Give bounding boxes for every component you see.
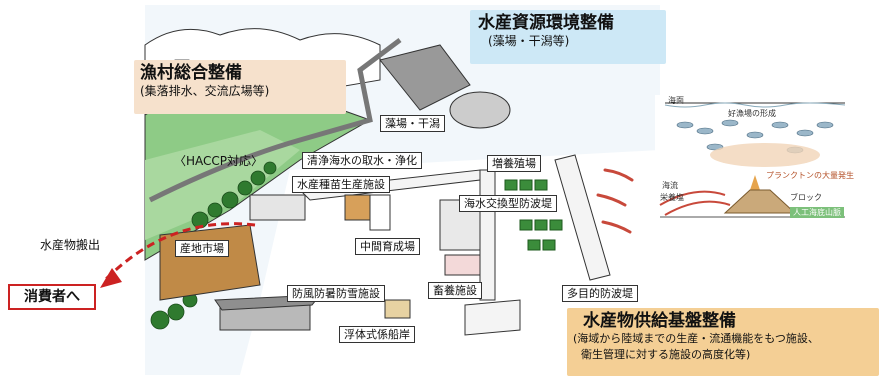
kaisui-kokan-label: 海水交換型防波堤 [459,195,557,212]
inset-koryo: 好漁場の形成 [728,109,776,118]
kyokyu-sub-1: (海域から陸域までの生産・流通機能をもつ施設、 [573,332,819,345]
seijo-kaisui-label: 清浄海水の取水・浄化 [302,152,422,169]
inset-kairyu: 海流 [662,181,678,190]
inset-plankton: プランクトンの大量発生 [766,171,854,180]
suisan-shigen-title: 水産資源環境整備 [478,13,614,33]
artificial-reef-inset [655,95,850,230]
haccp-label: 〈HACCP対応〉 [174,154,264,168]
gyoson-callout: 漁村総合整備 (集落排水、交流広場等) [134,60,346,114]
sanchi-label: 産地市場 [175,240,229,257]
kyokyu-title: 水産物供給基盤整備 [583,311,736,331]
fuyushiki-label: 浮体式係船岸 [339,326,415,343]
moba-label: 藻場・干潟 [380,115,445,132]
zoyoshoku-label: 増養殖場 [487,155,541,172]
inset-kaimen: 海面 [668,96,684,105]
shubyo-label: 水産種苗生産施設 [292,176,390,193]
bofu-label: 防風防暑防雪施設 [287,285,385,302]
chukan-label: 中間育成場 [355,238,420,255]
suisan-shigen-sub: (藻場・干潟等) [488,34,570,48]
hanshutsu-label: 水産物搬出 [40,238,101,252]
consumer-box: 消費者へ [8,284,96,310]
inset-jinko: 人工海底山脈 [790,207,844,218]
inset-block: ブロック [790,193,822,202]
gyoson-sub: (集落排水、交流広場等) [140,84,270,98]
kyokyu-callout: 水産物供給基盤整備 (海域から陸域までの生産・流通機能をもつ施設、 衛生管理に対… [567,308,879,376]
tamokuteki-label: 多目的防波堤 [562,285,638,302]
inset-eiyoen: 栄養塩 [660,193,684,202]
chikuyo-label: 畜養施設 [428,282,482,299]
kyokyu-sub-2: 衛生管理に対する施設の高度化等) [581,348,751,361]
suisan-shigen-callout: 水産資源環境整備 (藻場・干潟等) [470,10,666,64]
gyoson-title: 漁村総合整備 [140,63,242,83]
